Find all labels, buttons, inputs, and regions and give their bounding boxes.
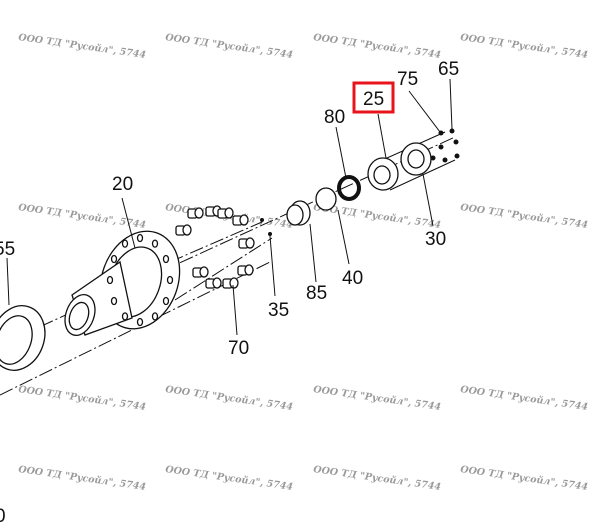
callout-75[interactable]: 75 bbox=[397, 69, 418, 90]
watermark-text: ООО ТД "Русойл", 5744 bbox=[165, 464, 294, 493]
hub-bolt-hole bbox=[136, 233, 144, 243]
hub-bolt-hole bbox=[162, 296, 170, 306]
watermark-text: ООО ТД "Русойл", 5744 bbox=[460, 202, 589, 231]
part-25-plate bbox=[367, 157, 399, 191]
hub-bolt-hole bbox=[106, 275, 114, 285]
part-40-ring bbox=[315, 187, 337, 211]
part-35-pin bbox=[260, 218, 264, 222]
bolt bbox=[175, 224, 192, 236]
callout-85[interactable]: 85 bbox=[306, 283, 327, 304]
bolt bbox=[187, 207, 204, 219]
hub-bolt-hole bbox=[110, 254, 118, 264]
watermark-text: ООО ТД "Русойл", 5744 bbox=[460, 32, 589, 61]
callout-partial[interactable]: 0 bbox=[0, 506, 6, 524]
bolt bbox=[222, 277, 239, 289]
bolt bbox=[192, 266, 209, 278]
callout-25[interactable]: 25 bbox=[363, 89, 384, 110]
hub-bolt-hole bbox=[136, 317, 144, 327]
watermark-text: ООО ТД "Русойл", 5744 bbox=[18, 464, 147, 493]
watermark-text: ООО ТД "Русойл", 5744 bbox=[313, 32, 442, 61]
watermark-text: ООО ТД "Русойл", 5744 bbox=[460, 464, 589, 493]
watermark-text: ООО ТД "Русойл", 5744 bbox=[18, 384, 147, 413]
part-65-75-screws bbox=[430, 128, 460, 163]
watermark-text: ООО ТД "Русойл", 5744 bbox=[165, 384, 294, 413]
watermark-text: ООО ТД "Русойл", 5744 bbox=[460, 384, 589, 413]
callout-20[interactable]: 20 bbox=[112, 174, 133, 195]
watermark-text: ООО ТД "Русойл", 5744 bbox=[18, 32, 147, 61]
part-70-bolts bbox=[175, 205, 255, 289]
hub-bolt-hole bbox=[166, 275, 174, 285]
bolt bbox=[217, 207, 234, 219]
hub-bolt-hole bbox=[151, 312, 159, 321]
bolt bbox=[205, 277, 222, 289]
callout-70[interactable]: 70 bbox=[228, 338, 249, 359]
part-30-cover bbox=[400, 142, 432, 176]
callout-40[interactable]: 40 bbox=[342, 268, 363, 289]
watermark-text: ООО ТД "Русойл", 5744 bbox=[313, 464, 442, 493]
part-80-seal bbox=[337, 175, 361, 201]
hub-bolt-hole bbox=[121, 312, 129, 321]
watermark-text: ООО ТД "Русойл", 5744 bbox=[165, 32, 294, 61]
callout-35[interactable]: 35 bbox=[268, 300, 289, 321]
watermark-text: ООО ТД "Русойл", 5744 bbox=[313, 384, 442, 413]
bolt bbox=[238, 237, 255, 249]
part-20-hub bbox=[64, 230, 181, 336]
leader-lines bbox=[6, 78, 453, 336]
callout-65[interactable]: 65 bbox=[438, 59, 459, 80]
highlight-box bbox=[352, 81, 395, 114]
hub-bolt-hole bbox=[151, 239, 159, 248]
hub-bolt-hole bbox=[121, 239, 129, 248]
part-35-pin bbox=[268, 232, 272, 236]
bolt bbox=[232, 214, 249, 226]
hub-bolt-hole bbox=[110, 296, 118, 306]
hub-bolt-hole bbox=[162, 254, 170, 264]
callout-55[interactable]: 55 bbox=[0, 239, 15, 260]
part-85-bearing bbox=[286, 200, 311, 226]
callout-30[interactable]: 30 bbox=[425, 229, 446, 250]
callout-80[interactable]: 80 bbox=[324, 107, 345, 128]
bolt bbox=[237, 264, 254, 276]
part-55-seal bbox=[0, 305, 46, 371]
